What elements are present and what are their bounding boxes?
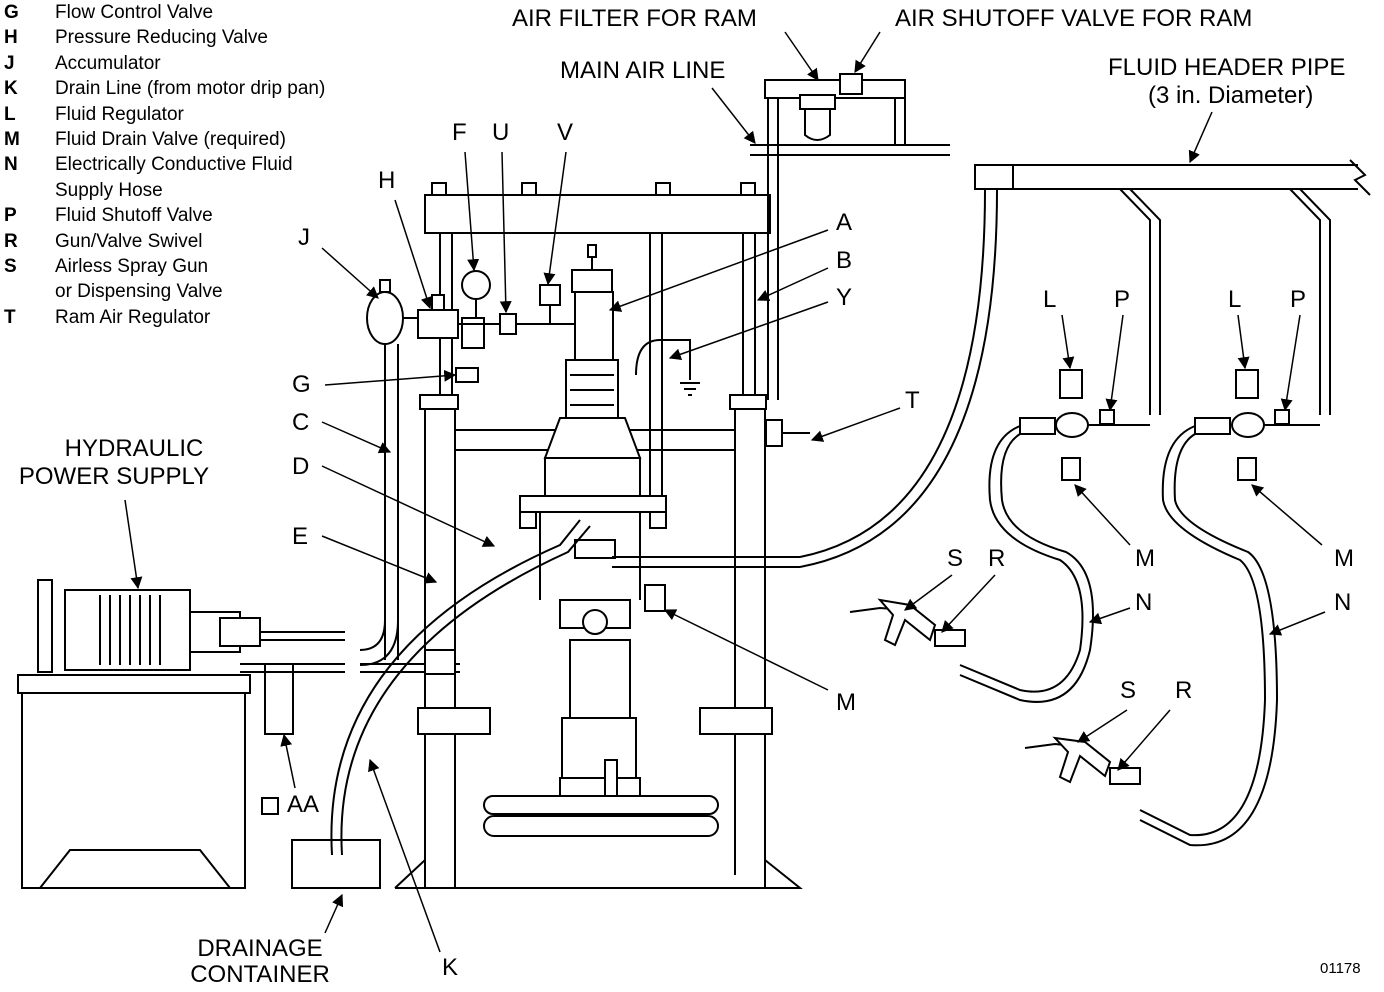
callout-t: T: [905, 387, 920, 414]
legend-row: M Fluid Drain Valve (required): [4, 127, 325, 152]
legend-key: H: [4, 27, 18, 49]
pump-assembly: [417, 244, 773, 837]
callout-r-1: R: [988, 545, 1006, 572]
label-hydraulic: HYDRAULIC: [64, 435, 204, 462]
callout-h: H: [378, 167, 396, 194]
legend-text: or Dispensing Valve: [55, 281, 223, 303]
legend-text: Fluid Drain Valve (required): [55, 129, 286, 151]
legend-key: P: [4, 205, 17, 227]
legend-text: Drain Line (from motor drip pan): [55, 78, 326, 100]
label-drainage: DRAINAGE: [197, 935, 323, 962]
legend-key: L: [4, 103, 16, 125]
legend-key: S: [4, 256, 17, 278]
callout-m-1: M: [1135, 545, 1155, 572]
callout-n-2: N: [1334, 589, 1352, 616]
figure-number: 01178: [1320, 960, 1361, 977]
legend-text: Supply Hose: [55, 179, 163, 201]
hydraulic-power-supply: [17, 579, 460, 889]
legend-key: J: [4, 52, 15, 74]
legend-row: K Drain Line (from motor drip pan): [4, 76, 325, 101]
legend-key: R: [4, 230, 18, 252]
legend-key: K: [4, 78, 18, 100]
callout-g: G: [292, 371, 311, 398]
callout-r-2: R: [1175, 677, 1193, 704]
legend-text: Pressure Reducing Valve: [55, 27, 268, 49]
callout-f: F: [452, 119, 467, 146]
legend-text: Flow Control Valve: [55, 2, 214, 23]
legend-text: Fluid Regulator: [55, 103, 184, 125]
callout-m-center: M: [836, 689, 856, 716]
branch-1: [849, 369, 1150, 703]
legend-key: [4, 178, 55, 203]
label-container: CONTAINER: [190, 961, 330, 988]
callout-aa: AA: [287, 791, 320, 818]
legend-text: Fluid Shutoff Valve: [55, 205, 213, 227]
label-main-air-line: MAIN AIR LINE: [560, 57, 726, 84]
legend-row: T Ram Air Regulator: [4, 305, 325, 330]
legend-text: Ram Air Regulator: [55, 306, 211, 328]
callout-y: Y: [836, 284, 853, 311]
ram-frame: [394, 182, 803, 889]
legend-key: T: [4, 306, 16, 328]
label-fluid-header-pipe: FLUID HEADER PIPE: [1108, 54, 1346, 81]
label-air-shutoff-valve: AIR SHUTOFF VALVE FOR RAM: [895, 5, 1253, 32]
label-fluid-header-diameter: (3 in. Diameter): [1148, 82, 1314, 109]
callout-s-2: S: [1120, 677, 1137, 704]
drainage: [291, 519, 591, 889]
legend-key: G: [4, 2, 19, 23]
callout-p-2: P: [1290, 286, 1307, 313]
callout-l-2: L: [1228, 286, 1242, 313]
leader-lines: [124, 31, 1326, 953]
label-air-filter: AIR FILTER FOR RAM: [512, 5, 757, 32]
branch-2: [1024, 369, 1320, 847]
callout-u: U: [492, 119, 510, 146]
legend-row: N Electrically Conductive Fluid: [4, 152, 325, 177]
label-power-supply: POWER SUPPLY: [18, 463, 210, 490]
legend-row: or Dispensing Valve: [4, 279, 325, 304]
callout-n-1: N: [1135, 589, 1153, 616]
callout-m-2: M: [1334, 545, 1354, 572]
callout-s-1: S: [947, 545, 964, 572]
legend-row: Supply Hose: [4, 178, 325, 203]
callout-k: K: [442, 954, 459, 981]
callout-a: A: [836, 209, 853, 236]
legend-text: Accumulator: [55, 52, 161, 74]
legend-row: G Flow Control Valve: [4, 0, 325, 25]
callout-v: V: [557, 119, 574, 146]
callout-l-1: L: [1043, 286, 1057, 313]
callout-c: C: [292, 409, 310, 436]
fluid-outlet-line: [612, 189, 998, 612]
legend-key: [4, 279, 55, 304]
legend-key: M: [4, 129, 20, 151]
callout-e: E: [292, 523, 309, 550]
callout-d: D: [292, 453, 310, 480]
legend-row: J Accumulator: [4, 51, 325, 76]
air-line: [750, 73, 950, 447]
legend-row: H Pressure Reducing Valve: [4, 25, 325, 50]
callout-b: B: [836, 247, 853, 274]
legend-text: Airless Spray Gun: [55, 256, 209, 278]
legend-row: L Fluid Regulator: [4, 102, 325, 127]
legend-text: Gun/Valve Swivel: [55, 230, 203, 252]
fluid-header: [974, 159, 1371, 415]
hydraulic-controls: [359, 270, 575, 666]
legend-key: N: [4, 154, 18, 176]
callout-j: J: [298, 224, 310, 251]
legend-row: R Gun/Valve Swivel: [4, 229, 325, 254]
legend-row: S Airless Spray Gun: [4, 254, 325, 279]
legend-text: Electrically Conductive Fluid: [55, 154, 293, 176]
callout-p-1: P: [1114, 286, 1131, 313]
legend-row: P Fluid Shutoff Valve: [4, 203, 325, 228]
